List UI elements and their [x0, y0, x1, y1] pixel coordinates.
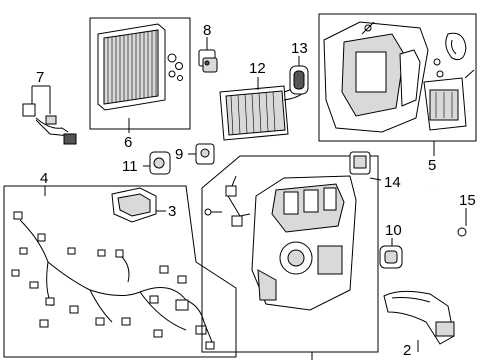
callout-9: 9	[175, 146, 183, 163]
callout-4: 4	[40, 170, 48, 187]
part-4-wire-harness	[3, 185, 237, 358]
callout-13: 13	[291, 40, 308, 57]
callout-5: 5	[428, 157, 436, 174]
part-15-drain-hose	[430, 188, 467, 293]
part-9-actuator	[188, 143, 215, 165]
part-4-frame-box	[3, 185, 237, 358]
part-2-duct	[383, 290, 455, 352]
callout-11: 11	[122, 158, 138, 175]
callout-14: 14	[384, 174, 401, 191]
callout-7: 7	[36, 69, 44, 86]
callout-3: 3	[168, 203, 176, 220]
part-5-frame-box	[318, 13, 477, 142]
part-13-grommet	[289, 56, 309, 95]
part-3-resistor-actuator	[111, 187, 166, 223]
part-11-motor	[143, 151, 171, 175]
callout-2: 2	[403, 342, 411, 359]
part-7-sensor	[22, 85, 77, 145]
part-5-blower-housing	[318, 13, 477, 156]
callout-labels: 1 2 3 4 5 6 7 8 9 10 11 12 13 14 15	[36, 22, 476, 359]
callout-10: 10	[385, 222, 402, 239]
callout-15: 15	[459, 192, 476, 209]
part-6-evaporator-core	[89, 17, 191, 133]
part-6-frame-box	[89, 17, 191, 130]
part-12-heater-core	[219, 77, 305, 141]
callout-8: 8	[203, 22, 211, 39]
part-14-actuator	[349, 151, 382, 181]
callout-12: 12	[249, 60, 266, 77]
part-8-expansion-valve	[198, 37, 218, 73]
callout-6: 6	[124, 134, 132, 151]
part-10-connector	[379, 238, 403, 269]
part-1-frame-box	[201, 155, 379, 353]
part-1-hvac-unit	[201, 155, 379, 360]
